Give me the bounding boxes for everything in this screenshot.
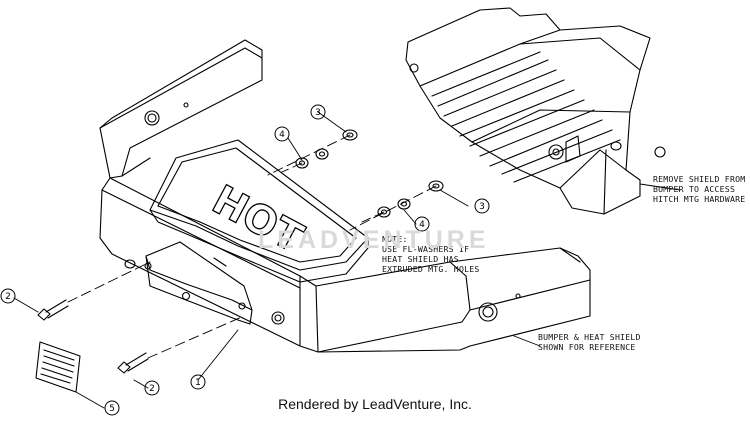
reference-note: BUMPER & HEAT SHIELD SHOWN FOR REFERENCE	[538, 332, 641, 352]
bolt-left-lower	[117, 352, 149, 374]
leader-lines	[13, 111, 681, 409]
callout-3-upper: 3	[315, 108, 321, 118]
decal-label	[35, 341, 81, 393]
callout-circles	[0, 104, 490, 416]
hardware-top	[295, 129, 444, 218]
callout-4-lower: 4	[419, 220, 425, 230]
heat-shield-box	[405, 7, 666, 215]
footer-credit: Rendered by LeadVenture, Inc.	[278, 396, 472, 412]
callout-3-lower: 3	[479, 202, 485, 212]
callout-2-left: 2	[5, 292, 11, 302]
callout-2-bottom: 2	[149, 384, 155, 394]
callout-1: 1	[195, 378, 201, 388]
bolt-left-upper	[37, 299, 69, 321]
remove-shield-note: REMOVE SHIELD FROM BUMPER TO ACCESS HITC…	[653, 174, 746, 204]
bumper-frame	[99, 39, 591, 353]
watermark: LEADVENTURE	[258, 226, 490, 254]
callout-4-upper: 4	[279, 130, 285, 140]
callout-5: 5	[109, 404, 115, 414]
heat-shield-plate	[149, 139, 369, 283]
alignment-lines	[67, 134, 437, 359]
washer-note: NOTE: USE FL-WASHERS IF HEAT SHIELD HAS …	[382, 234, 480, 274]
